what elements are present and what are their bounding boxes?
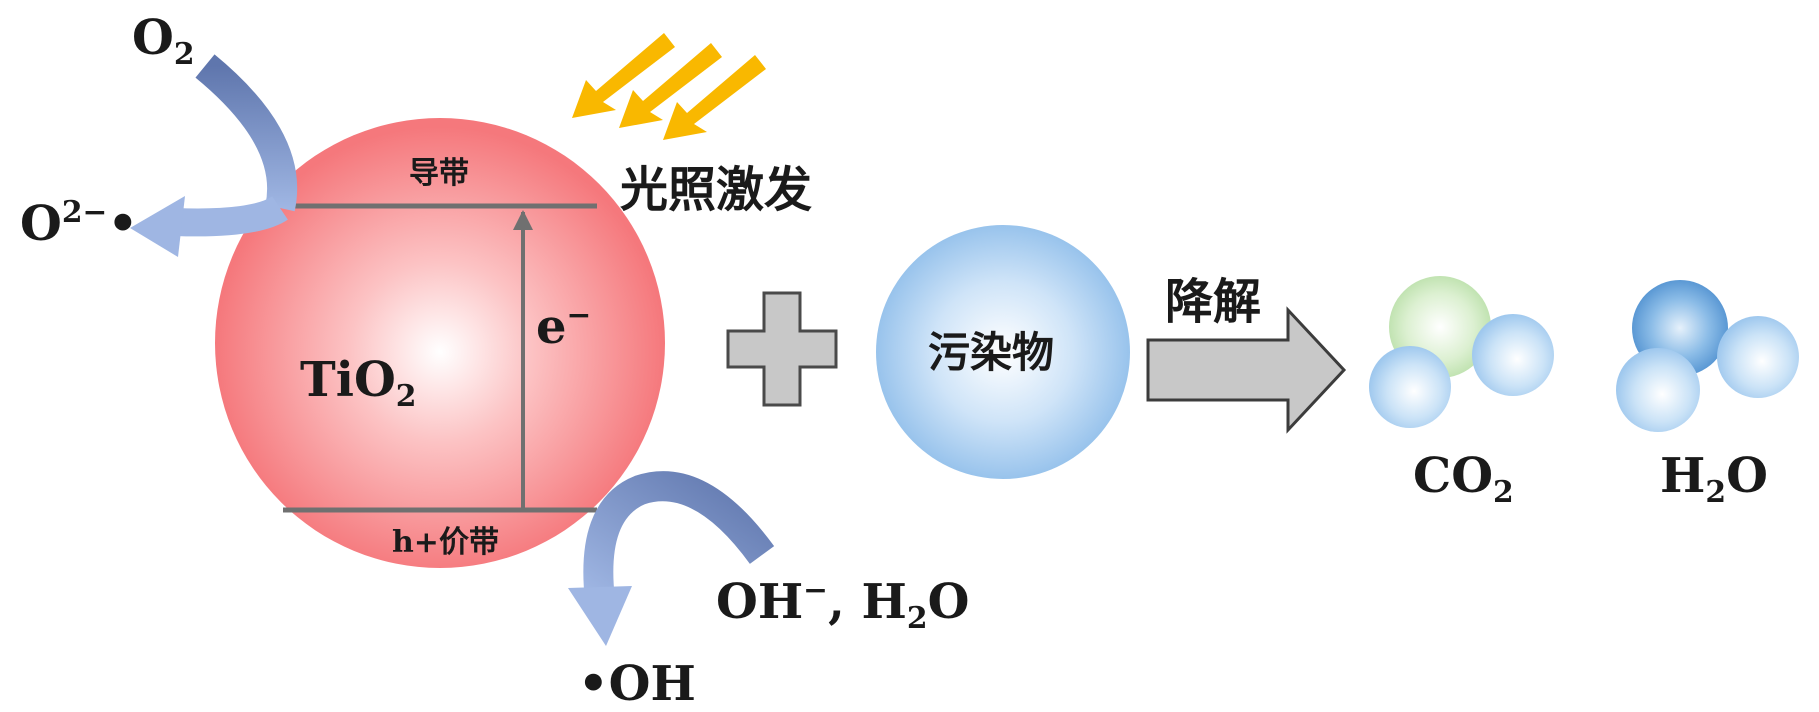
light-excitation-label: 光照激发 [620, 162, 813, 218]
oh-h2o-label: OH−, H2O [716, 572, 970, 636]
h2o-label: H2O [1660, 448, 1768, 510]
h2o-hydrogen-atom-right [1717, 316, 1799, 398]
degrade-label: 降解 [1165, 274, 1262, 330]
valence-band-label: h+价带 [392, 525, 499, 560]
light-arrow-3 [663, 55, 766, 140]
co2-label: CO2 [1413, 448, 1514, 510]
light-arrow-1 [572, 33, 675, 118]
superoxide-label: O2−• [20, 194, 139, 252]
electron-label: e− [536, 297, 592, 355]
plus-sign [764, 257, 800, 293]
plus-sign-shape [726, 291, 838, 407]
degrade-arrow [1146, 306, 1347, 434]
o2-label: O2 [132, 10, 195, 72]
h2o-hydrogen-atom-left [1616, 348, 1700, 432]
h2o-molecule [1616, 280, 1799, 432]
pollutant-label: 污染物 [928, 328, 1055, 377]
superoxide-curved-arrow [130, 54, 298, 257]
hydroxyl-label: •OH [578, 656, 696, 712]
co2-oxygen-atom-right [1472, 314, 1554, 396]
co2-molecule [1369, 276, 1554, 428]
hydroxyl-curved-arrow [568, 471, 775, 646]
tio2-label: TiO2 [300, 352, 417, 414]
light-arrows [572, 33, 766, 140]
conduction-band-label: 导带 [409, 156, 469, 191]
tio2-sphere [215, 118, 665, 568]
pollutant-sphere [876, 225, 1130, 479]
light-arrow-2 [619, 43, 722, 128]
co2-oxygen-atom-left [1369, 346, 1451, 428]
